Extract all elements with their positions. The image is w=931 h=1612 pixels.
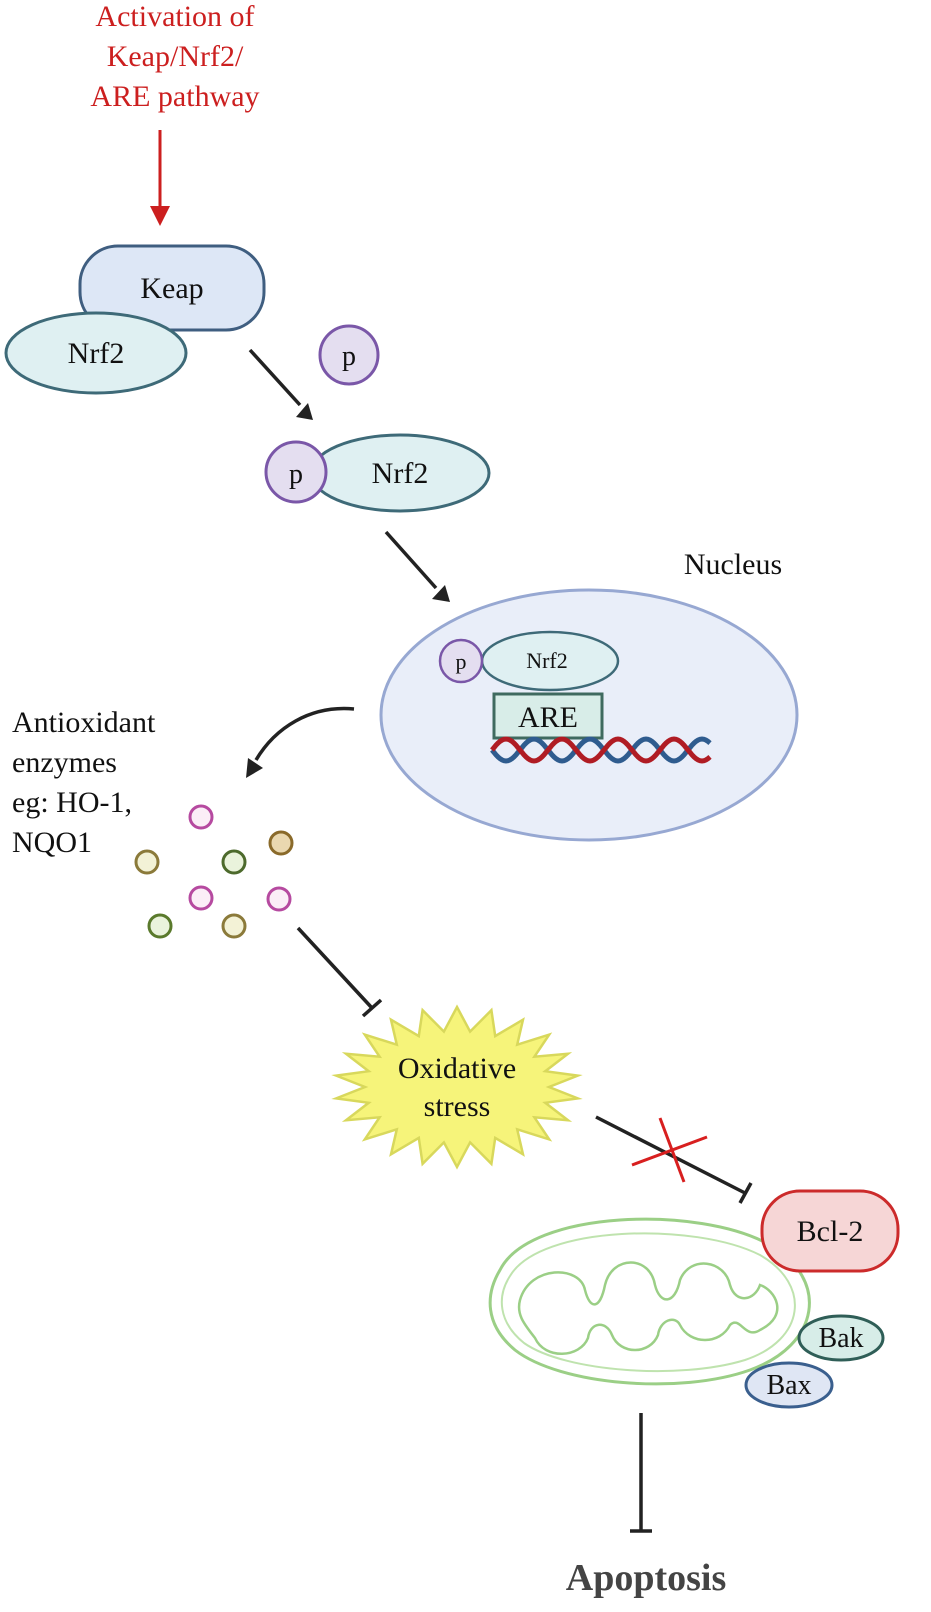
keap-label: Keap — [140, 272, 203, 305]
keap-nrf2-complex: Keap Nrf2 — [4, 244, 266, 395]
oxidative-stress-line-1: Oxidative — [398, 1052, 516, 1085]
enzymes-label-line-1: Antioxidant — [12, 706, 156, 739]
arrow-to-nucleus — [384, 530, 450, 602]
nucleus-phosphate-label: p — [456, 649, 467, 674]
block-cross — [631, 1135, 708, 1167]
enzyme-dot — [266, 886, 292, 912]
bcl2-protein: Bcl-2 — [760, 1189, 900, 1273]
mitochondrion — [488, 1217, 811, 1386]
dna-helix — [490, 736, 712, 764]
nucleus: Nrf2 p ARE — [379, 588, 799, 842]
enzyme-dot — [221, 849, 247, 875]
oxidative-stress: Oxidative stress — [331, 1004, 583, 1170]
oxidative-stress-line-2: stress — [424, 1090, 491, 1123]
nucleus-nrf2-label: Nrf2 — [526, 648, 568, 673]
mito-outer-inner-line — [500, 1232, 796, 1373]
dna-strand-blue — [490, 736, 712, 764]
bak-protein: Bak — [797, 1314, 885, 1362]
bax-protein: Bax — [744, 1361, 834, 1409]
phosphate-free: p — [318, 324, 380, 386]
arrow-to-enzymes — [246, 706, 355, 778]
activation-label-line-3: ARE pathway — [90, 80, 259, 113]
enzyme-dot — [268, 830, 294, 856]
blocked-inhibit-bcl2 — [595, 1115, 753, 1204]
arrow-to-pnrf2 — [248, 348, 313, 420]
bak-label: Bak — [818, 1323, 863, 1354]
nrf2-protein — [4, 311, 188, 395]
pnrf2-phosphate — [264, 440, 328, 504]
bcl2-label: Bcl-2 — [797, 1215, 864, 1248]
nucleus-label: Nucleus — [684, 548, 782, 581]
activation-label: Activation of Keap/Nrf2/ ARE pathway — [90, 0, 259, 113]
enzyme-dot — [188, 885, 214, 911]
dna-strand-red — [490, 736, 712, 764]
pnrf2-phosphate-label: p — [289, 459, 303, 490]
phosphorylated-nrf2: Nrf2 p — [264, 433, 491, 513]
enzymes-label-line-3: eg: HO-1, — [12, 786, 132, 819]
enzyme-dots — [134, 804, 294, 939]
oxidative-stress-burst — [331, 1004, 583, 1170]
enzymes-label-line-4: NQO1 — [12, 826, 92, 859]
enzyme-dot — [134, 849, 160, 875]
are-label: ARE — [518, 701, 578, 734]
enzyme-dot — [188, 804, 214, 830]
nucleus-phosphate — [438, 638, 484, 684]
mito-outer-membrane — [488, 1217, 811, 1386]
enzymes-label-line-2: enzymes — [12, 746, 117, 779]
phosphate-label: p — [342, 341, 356, 372]
activation-label-line-2: Keap/Nrf2/ — [107, 40, 244, 73]
activation-label-line-1: Activation of — [95, 0, 254, 33]
enzyme-dot — [221, 913, 247, 939]
bax-label: Bax — [766, 1370, 811, 1401]
enzymes-label: Antioxidant enzymes eg: HO-1, NQO1 — [12, 706, 156, 859]
enzyme-dot — [147, 913, 173, 939]
apoptosis-label: Apoptosis — [566, 1557, 727, 1599]
nrf2-label: Nrf2 — [68, 337, 125, 370]
pnrf2-label: Nrf2 — [372, 457, 429, 490]
mito-cristae — [517, 1261, 779, 1355]
apoptosis-line — [630, 1413, 652, 1533]
are-element — [492, 692, 604, 740]
activation-arrow — [150, 130, 170, 226]
inhibit-oxidative-stress — [296, 926, 383, 1018]
